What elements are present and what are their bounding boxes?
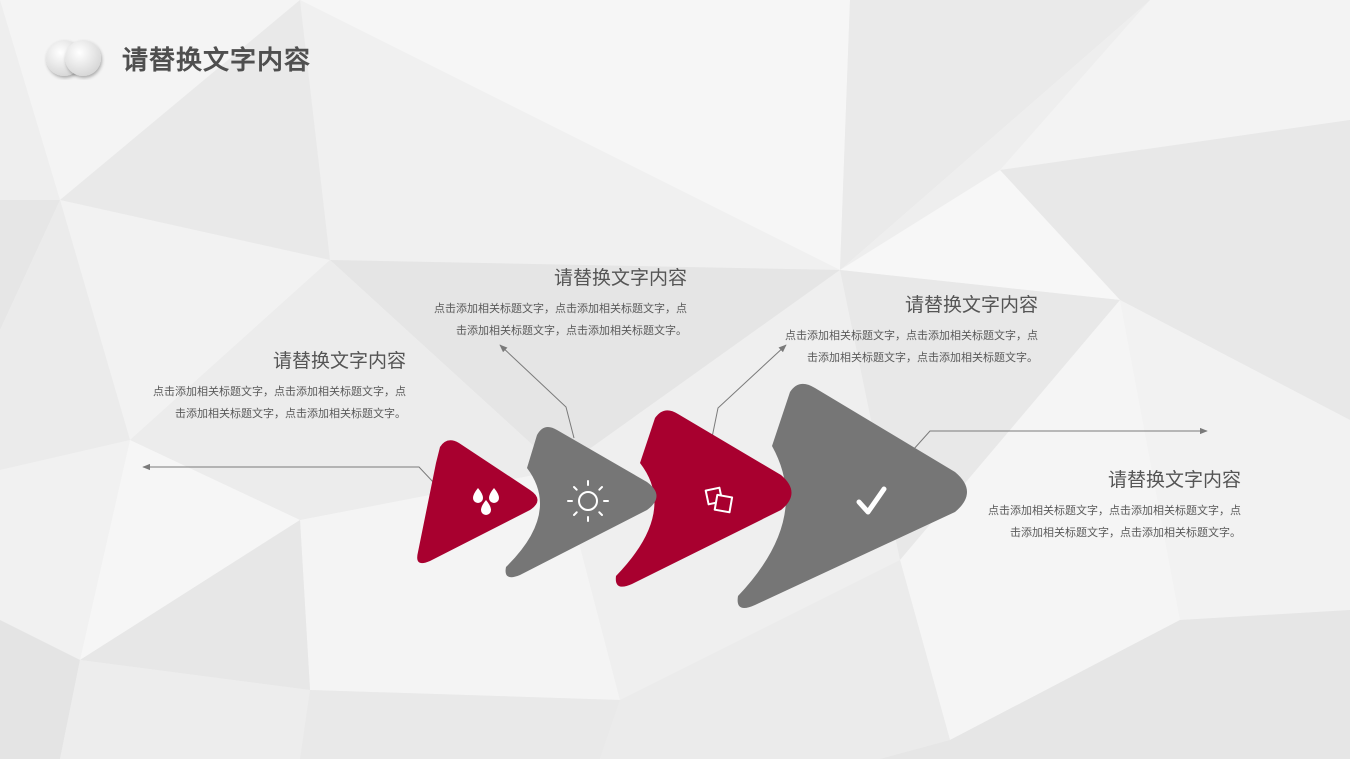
step-4-description: 点击添加相关标题文字，点击添加相关标题文字，点击添加相关标题文字，点击添加相关标… bbox=[988, 504, 1241, 539]
step-1-text-block: 请替换文字内容 点击添加相关标题文字，点击添加相关标题文字，点击添加相关标题文字… bbox=[146, 346, 406, 424]
double-circle-icon bbox=[46, 40, 101, 76]
cards-icon bbox=[704, 486, 734, 514]
step-4-title: 请替换文字内容 bbox=[1107, 469, 1241, 491]
arrow-step-3 bbox=[615, 410, 792, 587]
step-1-title: 请替换文字内容 bbox=[272, 350, 406, 372]
arrow-step-2 bbox=[505, 426, 657, 578]
step-3-description: 点击添加相关标题文字，点击添加相关标题文字，点击添加相关标题文字，点击添加相关标… bbox=[785, 329, 1038, 364]
connector-line-2 bbox=[499, 344, 575, 439]
step-2-text-block: 请替换文字内容 点击添加相关标题文字，点击添加相关标题文字，点击添加相关标题文字… bbox=[427, 263, 687, 341]
step-1-description: 点击添加相关标题文字，点击添加相关标题文字，点击添加相关标题文字，点击添加相关标… bbox=[153, 385, 406, 420]
step-3-title: 请替换文字内容 bbox=[904, 294, 1038, 316]
step-3-text-block: 请替换文字内容 点击添加相关标题文字，点击添加相关标题文字，点击添加相关标题文字… bbox=[778, 290, 1038, 368]
arrow-step-4 bbox=[737, 383, 967, 608]
connector-line-1 bbox=[142, 463, 452, 502]
checkmark-icon bbox=[856, 486, 887, 515]
step-4-text-block: 请替换文字内容 点击添加相关标题文字，点击添加相关标题文字，点击添加相关标题文字… bbox=[981, 465, 1241, 543]
page-title: 请替换文字内容 bbox=[122, 46, 312, 76]
water-drops-icon bbox=[473, 488, 499, 515]
sun-icon bbox=[567, 480, 609, 522]
step-2-description: 点击添加相关标题文字，点击添加相关标题文字，点击添加相关标题文字，点击添加相关标… bbox=[434, 302, 687, 337]
step-2-title: 请替换文字内容 bbox=[553, 267, 687, 289]
connector-line-4 bbox=[912, 427, 1208, 451]
